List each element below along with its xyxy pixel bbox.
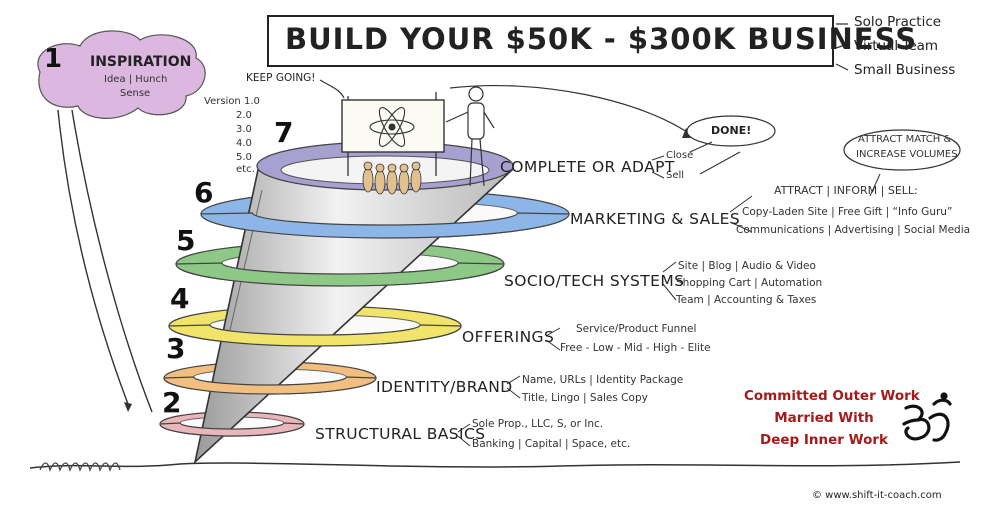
business-type-solo: Solo Practice bbox=[854, 14, 942, 30]
committed-line1: Committed Outer Work bbox=[744, 388, 920, 404]
presentation-board bbox=[341, 92, 445, 176]
systems-detail-1: Site | Blog | Audio & Video bbox=[678, 260, 816, 272]
stage-number-5: 5 bbox=[176, 224, 196, 257]
ground-line bbox=[29, 461, 961, 469]
offerings-detail-2: Free - Low - Mid - High - Elite bbox=[560, 342, 711, 354]
stage-label-structural-basics: STRUCTURAL BASICS bbox=[315, 425, 486, 443]
inspiration-line1: Idea | Hunch bbox=[104, 74, 168, 85]
version-1: Version 1.0 bbox=[204, 96, 260, 107]
business-type-virtual: Virtual Team bbox=[854, 38, 939, 54]
sell-label: Sell bbox=[666, 170, 685, 181]
business-type-small: Small Business bbox=[854, 62, 956, 78]
structural-detail-1: Sole Prop., LLC, S, or Inc. bbox=[472, 418, 604, 430]
committed-line3: Deep Inner Work bbox=[760, 432, 888, 448]
inspiration-line2: Sense bbox=[120, 88, 151, 99]
presenter-figure bbox=[445, 86, 495, 187]
systems-detail-2: Shopping Cart | Automation bbox=[676, 277, 823, 289]
stage-number-7: 7 bbox=[274, 116, 294, 149]
stage-number-6: 6 bbox=[194, 176, 214, 209]
stage-number-3: 3 bbox=[166, 332, 186, 365]
inspiration-title: INSPIRATION bbox=[90, 54, 192, 70]
done-label: DONE! bbox=[711, 124, 752, 137]
version-etc: etc. bbox=[236, 164, 255, 175]
marketing-detail-2: Copy-Laden Site | Free Gift | “Info Guru… bbox=[742, 206, 953, 218]
stage-number-4: 4 bbox=[170, 282, 190, 315]
ring-4-front bbox=[168, 324, 462, 347]
stage-label-identity-brand: IDENTITY/BRAND bbox=[376, 378, 513, 396]
marketing-detail-1: ATTRACT | INFORM | SELL: bbox=[774, 184, 918, 197]
page-title: BUILD YOUR $50K - $300K BUSINESS bbox=[285, 22, 918, 56]
stage-number-1: 1 bbox=[44, 44, 63, 74]
offerings-detail-1: Service/Product Funnel bbox=[576, 323, 697, 335]
version-5: 5.0 bbox=[236, 152, 252, 163]
committed-line2: Married With bbox=[774, 410, 874, 426]
version-2: 2.0 bbox=[236, 110, 252, 121]
inspiration-arrow-2 bbox=[71, 109, 153, 413]
attract-bubble bbox=[843, 129, 961, 171]
om-icon bbox=[902, 392, 952, 442]
identity-detail-2: Title, Lingo | Sales Copy bbox=[522, 392, 648, 404]
systems-detail-3: Team | Accounting & Taxes bbox=[676, 294, 817, 306]
copyright: © www.shift-it-coach.com bbox=[812, 490, 942, 501]
ring-6-front bbox=[200, 212, 570, 239]
ring-3-front bbox=[163, 376, 377, 395]
inspiration-cloud bbox=[37, 30, 206, 119]
atom-icon bbox=[369, 107, 415, 147]
inspiration-arrow-1 bbox=[57, 109, 129, 405]
version-3: 3.0 bbox=[236, 124, 252, 135]
audience-figures bbox=[362, 161, 422, 195]
done-bubble bbox=[686, 115, 776, 147]
stage-label-complete-adapt: COMPLETE OR ADAPT bbox=[500, 158, 675, 176]
stage-number-2: 2 bbox=[162, 386, 182, 419]
keep-going-label: KEEP GOING! bbox=[246, 72, 316, 84]
title-box bbox=[267, 15, 834, 67]
attract-match-line1: ATTRACT MATCH & bbox=[858, 134, 952, 145]
identity-detail-1: Name, URLs | Identity Package bbox=[522, 374, 684, 386]
structural-detail-2: Banking | Capital | Space, etc. bbox=[472, 438, 631, 450]
version-4: 4.0 bbox=[236, 138, 252, 149]
stage-label-marketing-sales: MARKETING & SALES bbox=[570, 210, 741, 228]
attract-match-line2: INCREASE VOLUMES bbox=[856, 149, 958, 160]
marketing-detail-3: Communications | Advertising | Social Me… bbox=[736, 224, 971, 236]
ring-5-front bbox=[175, 262, 505, 287]
close-label: Close bbox=[666, 150, 694, 161]
stage-label-socio-tech: SOCIO/TECH SYSTEMS bbox=[504, 272, 685, 290]
ring-2-front bbox=[159, 422, 305, 437]
stage-label-offerings: OFFERINGS bbox=[462, 328, 555, 346]
